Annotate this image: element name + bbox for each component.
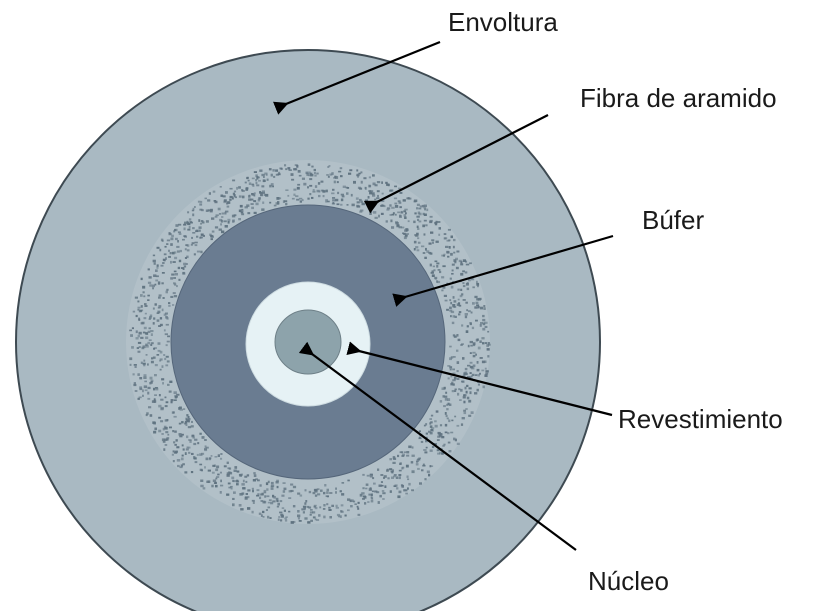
bufer-arrow [392,234,614,307]
bufer-label: Búfer [642,205,704,235]
fibra-de-aramido-label: Fibra de aramido [580,83,777,113]
envoltura-label: Envoltura [448,7,558,37]
nucleo-label: Núcleo [588,566,669,596]
fibra-arrow [363,114,549,214]
nucleo-arrow [298,341,577,551]
revestimiento-label: Revestimiento [618,404,783,434]
envoltura-arrow [272,40,441,115]
core-layer [274,309,342,375]
revestimiento-arrow [346,341,613,417]
aramid-fiber-strands [129,163,491,524]
